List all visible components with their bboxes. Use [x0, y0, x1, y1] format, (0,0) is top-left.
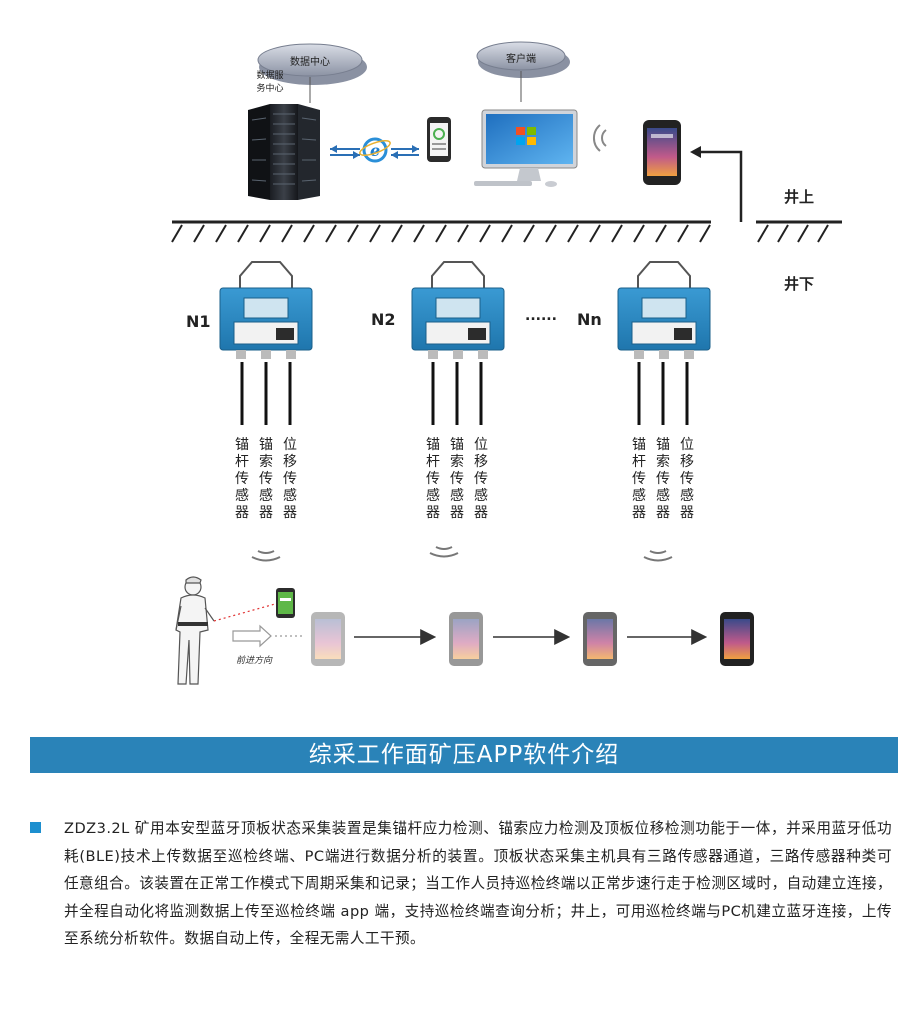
server-caption-line2: 务中心	[256, 84, 284, 94]
below-ground-label: 井下	[784, 275, 815, 293]
wireless-signal-icon	[593, 124, 607, 152]
mobile-phone-icon	[276, 588, 295, 618]
server-rack-icon	[248, 104, 320, 200]
server-caption-line1: 数据服	[256, 71, 284, 81]
sensor-label-n1-displacement: 位移传感器	[283, 437, 297, 521]
node-ellipsis: ......	[525, 308, 557, 324]
worker-figure-icon	[175, 576, 215, 685]
terminal-phone-1	[311, 612, 345, 666]
acquisition-device-n1	[219, 261, 313, 359]
sensor-label-n2-displacement: 位移传感器	[474, 437, 488, 521]
direction-label: 前进方向	[236, 656, 273, 666]
pc-monitor-icon	[474, 109, 578, 187]
terminal-phone-2	[449, 612, 483, 666]
sensor-label-nn-bolt: 锚杆传感器	[632, 437, 646, 521]
ground-line	[171, 220, 711, 243]
sensor-label-n2-cable: 锚索传感器	[450, 437, 464, 521]
client-cloud-icon	[476, 41, 570, 102]
sensor-label-nn-displacement: 位移传感器	[680, 437, 694, 521]
section-banner: 综采工作面矿压APP软件介绍	[30, 737, 898, 773]
node-label-n2: N2	[371, 310, 396, 329]
client-label: 客户端	[506, 54, 536, 65]
node-label-nn: Nn	[577, 310, 602, 329]
bullet-marker	[30, 822, 41, 833]
acquisition-device-nn	[617, 261, 711, 359]
sensor-cables	[240, 362, 689, 425]
node-label-n1: N1	[186, 312, 211, 331]
internet-exchange-icon: e	[330, 137, 419, 163]
forward-direction-arrow	[232, 624, 305, 648]
svg-text:e: e	[370, 141, 380, 160]
bluetooth-wave-icon	[251, 546, 673, 562]
description-paragraph: ZDZ3.2L 矿用本安型蓝牙顶板状态采集装置是集锚杆应力检测、锚索应力检测及顶…	[64, 820, 892, 947]
ground-line-right	[756, 220, 842, 243]
acquisition-device-n2	[411, 261, 505, 359]
inspection-terminal-icon	[643, 120, 681, 185]
terminal-phone-3	[583, 612, 617, 666]
system-diagram: e	[171, 41, 842, 685]
sensor-label-n2-bolt: 锚杆传感器	[426, 437, 440, 521]
sensor-label-nn-cable: 锚索传感器	[656, 437, 670, 521]
handheld-terminal-icon	[427, 117, 451, 162]
data-center-cloud-icon	[257, 43, 367, 103]
sensor-label-n1-cable: 锚索传感器	[259, 437, 273, 521]
upload-path-arrow	[690, 146, 743, 222]
laser-pointer-line	[213, 603, 276, 622]
above-ground-label: 井上	[784, 188, 815, 206]
terminal-phone-4	[720, 612, 754, 666]
data-center-label: 数据中心	[290, 57, 330, 68]
sensor-label-n1-bolt: 锚杆传感器	[235, 437, 249, 521]
